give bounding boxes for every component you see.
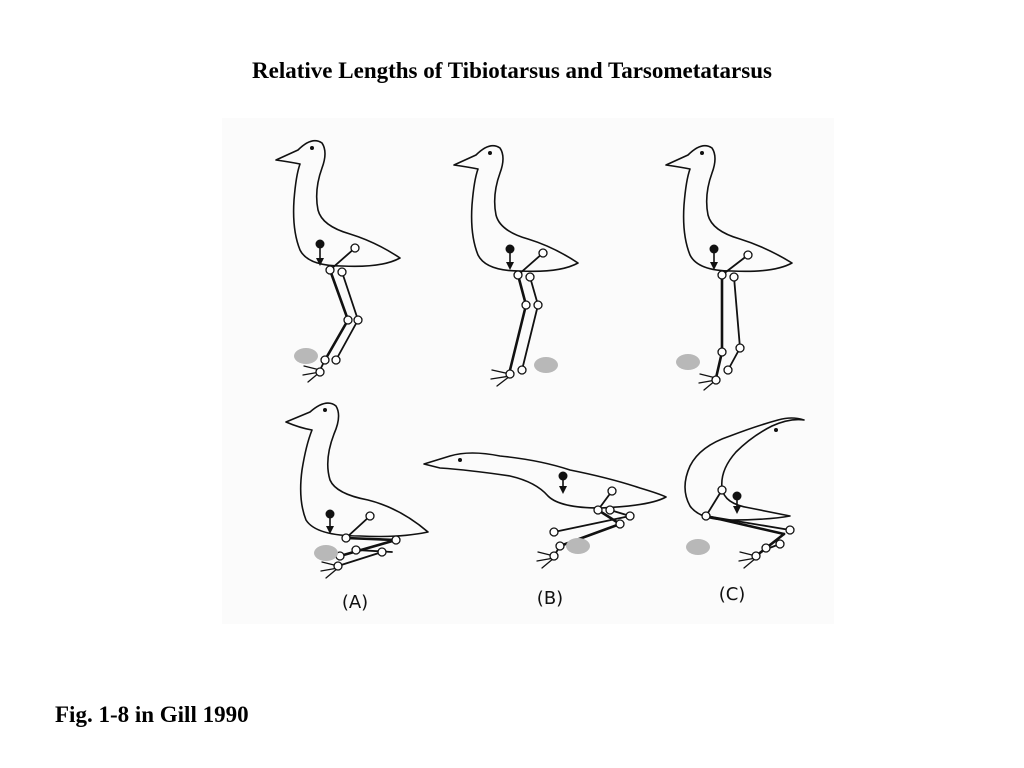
tibiotarsus bbox=[328, 268, 350, 322]
panel-label-b: (B) bbox=[536, 588, 564, 609]
ground-shadow bbox=[314, 545, 338, 561]
bird-b-horizontal bbox=[423, 452, 667, 569]
tarsometatarsus bbox=[754, 532, 786, 558]
center-of-gravity-marker bbox=[315, 239, 325, 249]
femur bbox=[721, 254, 749, 276]
eye bbox=[700, 151, 704, 155]
bird-c-upright bbox=[684, 417, 805, 569]
center-of-gravity-marker bbox=[732, 491, 742, 501]
bird-b-standing bbox=[453, 144, 579, 387]
eye bbox=[323, 408, 327, 412]
ground-shadow bbox=[566, 538, 590, 554]
eye bbox=[458, 458, 462, 462]
bird-body-outline bbox=[665, 144, 793, 273]
femur bbox=[705, 489, 723, 517]
eye bbox=[488, 151, 492, 155]
bird-body-outline bbox=[285, 402, 429, 538]
center-of-gravity-marker bbox=[325, 509, 335, 519]
femur bbox=[517, 252, 544, 276]
femur bbox=[329, 247, 356, 271]
eye bbox=[310, 146, 314, 150]
panel-label-a: (A) bbox=[341, 592, 369, 613]
tarsometatarsus bbox=[508, 303, 528, 372]
slide-title: Relative Lengths of Tibiotarsus and Tars… bbox=[252, 58, 772, 83]
ground-shadow bbox=[294, 348, 318, 364]
ground-shadow bbox=[686, 539, 710, 555]
figure-caption: Fig. 1-8 in Gill 1990 bbox=[55, 702, 249, 727]
ground-shadow bbox=[534, 357, 558, 373]
tarsometatarsus bbox=[338, 538, 398, 558]
bird-a-standing bbox=[275, 139, 401, 383]
tibiotarsus bbox=[344, 536, 398, 542]
center-of-gravity-marker bbox=[558, 471, 568, 481]
eye bbox=[774, 428, 778, 432]
bird-body-outline bbox=[453, 144, 579, 273]
center-of-gravity-marker bbox=[709, 244, 719, 254]
tarsometatarsus bbox=[323, 318, 350, 362]
bird-c-standing bbox=[665, 144, 793, 391]
femur bbox=[345, 515, 371, 539]
panel-label-c: (C) bbox=[718, 584, 746, 605]
ground-shadow bbox=[676, 354, 700, 370]
bird-body-outline bbox=[423, 452, 667, 509]
tibiotarsus bbox=[516, 273, 528, 307]
bird-body-outline bbox=[684, 417, 805, 521]
center-of-gravity-marker bbox=[505, 244, 515, 254]
bird-a-crouched bbox=[285, 402, 429, 579]
bird-body-outline bbox=[275, 139, 401, 268]
